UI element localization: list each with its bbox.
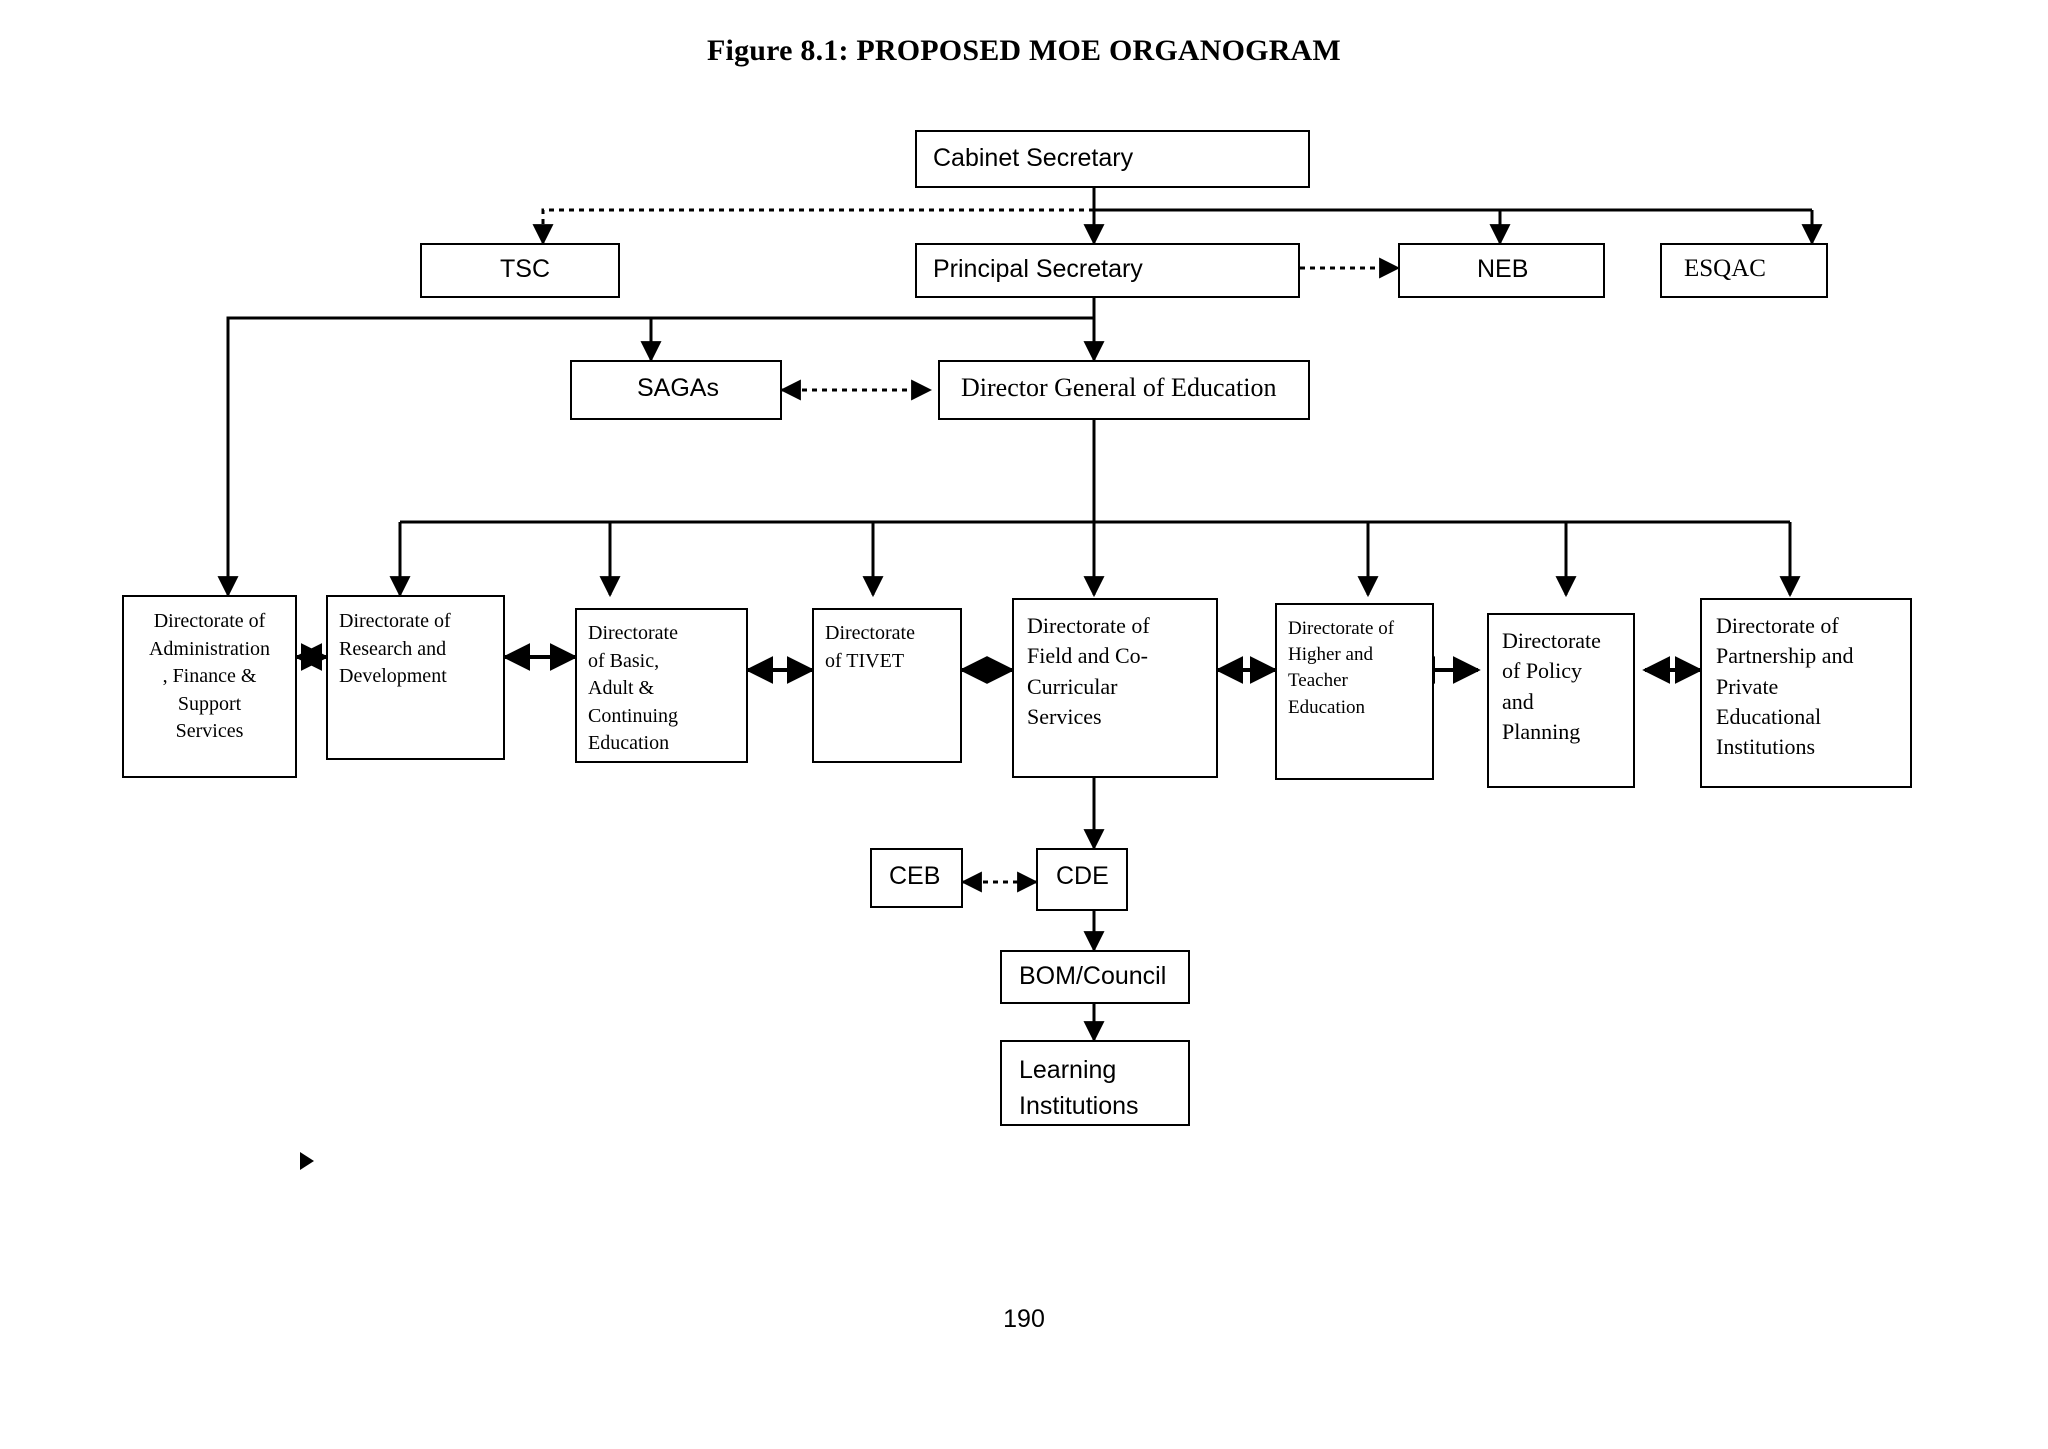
node-label: CEB <box>889 862 941 890</box>
node-dir-research[interactable]: Directorate of Research and Development <box>326 595 505 760</box>
node-label: ESQAC <box>1684 255 1766 282</box>
node-learning-institutions[interactable]: Learning Institutions <box>1000 1040 1190 1126</box>
node-label: CDE <box>1056 862 1109 890</box>
node-bom-council[interactable]: BOM/Council <box>1000 950 1190 1004</box>
node-neb[interactable]: NEB <box>1398 243 1605 298</box>
node-label: Directorate of Partnership and Private E… <box>1716 613 1854 760</box>
node-ceb[interactable]: CEB <box>870 848 963 908</box>
node-cabinet-secretary[interactable]: Cabinet Secretary <box>915 130 1310 188</box>
node-label: Director General of Education <box>961 373 1277 402</box>
node-dir-basic[interactable]: Directorate of Basic, Adult & Continuing… <box>575 608 748 763</box>
node-label: Cabinet Secretary <box>933 144 1134 172</box>
page-number: 190 <box>1003 1305 1045 1333</box>
node-label: Principal Secretary <box>933 255 1143 283</box>
node-tsc[interactable]: TSC <box>420 243 620 298</box>
node-label: TSC <box>500 255 550 283</box>
node-cde[interactable]: CDE <box>1036 848 1128 911</box>
node-label: Directorate of Field and Co- Curricular … <box>1027 613 1150 730</box>
node-dir-partnership[interactable]: Directorate of Partnership and Private E… <box>1700 598 1912 788</box>
node-dir-field[interactable]: Directorate of Field and Co- Curricular … <box>1012 598 1218 778</box>
node-dir-tivet[interactable]: Directorate of TIVET <box>812 608 962 763</box>
node-principal-secretary[interactable]: Principal Secretary <box>915 243 1300 298</box>
node-label: BOM/Council <box>1019 962 1167 990</box>
wire-cs-to-tsc-dotted <box>532 208 1094 246</box>
node-director-general[interactable]: Director General of Education <box>938 360 1310 420</box>
figure-title: Figure 8.1: PROPOSED MOE ORGANOGRAM <box>707 34 1341 67</box>
node-label: Directorate of Policy and Planning <box>1502 628 1601 745</box>
node-dir-policy[interactable]: Directorate of Policy and Planning <box>1487 613 1635 788</box>
node-label: SAGAs <box>637 374 719 402</box>
node-label: Directorate of Administration , Finance … <box>148 610 271 743</box>
node-label: Directorate of Higher and Teacher Educat… <box>1288 618 1395 718</box>
node-sagas[interactable]: SAGAs <box>570 360 782 420</box>
node-esqac[interactable]: ESQAC <box>1660 243 1828 298</box>
node-dir-higher[interactable]: Directorate of Higher and Teacher Educat… <box>1275 603 1434 780</box>
node-dir-admin[interactable]: Directorate of Administration , Finance … <box>122 595 297 778</box>
node-label: Directorate of TIVET <box>825 622 915 672</box>
node-label: NEB <box>1477 255 1529 283</box>
node-label: Learning Institutions <box>1019 1056 1139 1121</box>
node-label: Directorate of Research and Development <box>339 610 451 688</box>
triangle-bullet-icon <box>300 1152 314 1170</box>
node-label: Directorate of Basic, Adult & Continuing… <box>588 622 679 755</box>
